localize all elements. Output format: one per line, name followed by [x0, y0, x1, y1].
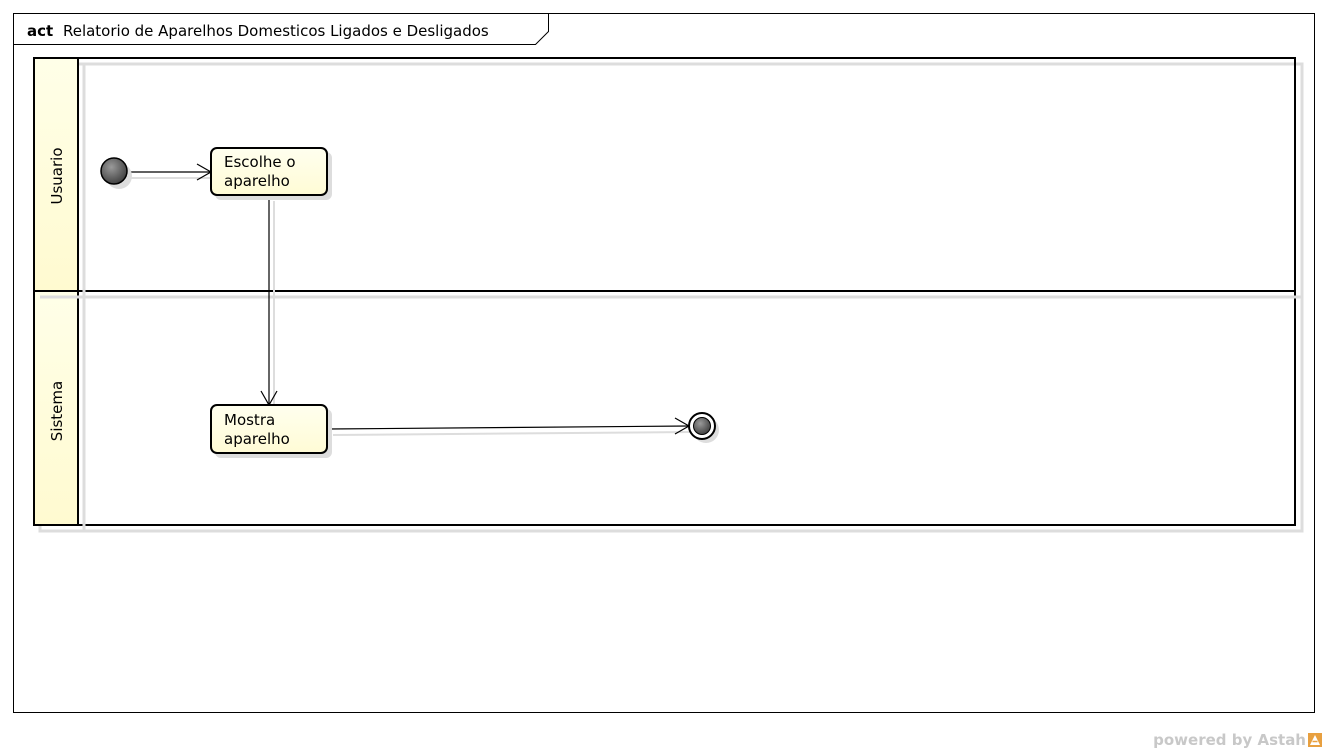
frame-title-text: Relatorio de Aparelhos Domesticos Ligado… [63, 22, 489, 40]
lane-label-usuario: Usuario [48, 147, 66, 204]
frame-title: act Relatorio de Aparelhos Domesticos Li… [27, 22, 489, 40]
diagram-frame [13, 13, 1315, 713]
action-mostra-aparelho [210, 404, 328, 454]
lane-label-sistema: Sistema [48, 381, 66, 441]
watermark-text: powered by Astah [1153, 731, 1306, 749]
astah-logo-icon [1308, 733, 1322, 747]
lane-header-usuario [33, 57, 79, 292]
flow-shadow [332, 431, 693, 436]
action-mostra-line1: Mostra [224, 411, 275, 429]
frame-keyword: act [27, 22, 53, 40]
frame-title-tab [13, 13, 549, 45]
flow-mostra-to-final [327, 425, 690, 430]
initial-node [100, 157, 128, 185]
astah-watermark: powered by Astah [1153, 731, 1322, 749]
final-node-inner [693, 417, 711, 435]
lane-body-sistema [77, 290, 1296, 526]
action-escolhe-line1: Escolhe o [224, 153, 296, 171]
action-escolhe-line2: aparelho [224, 172, 290, 190]
action-mostra-line2: aparelho [224, 430, 290, 448]
action-escolhe-aparelho [210, 147, 328, 196]
